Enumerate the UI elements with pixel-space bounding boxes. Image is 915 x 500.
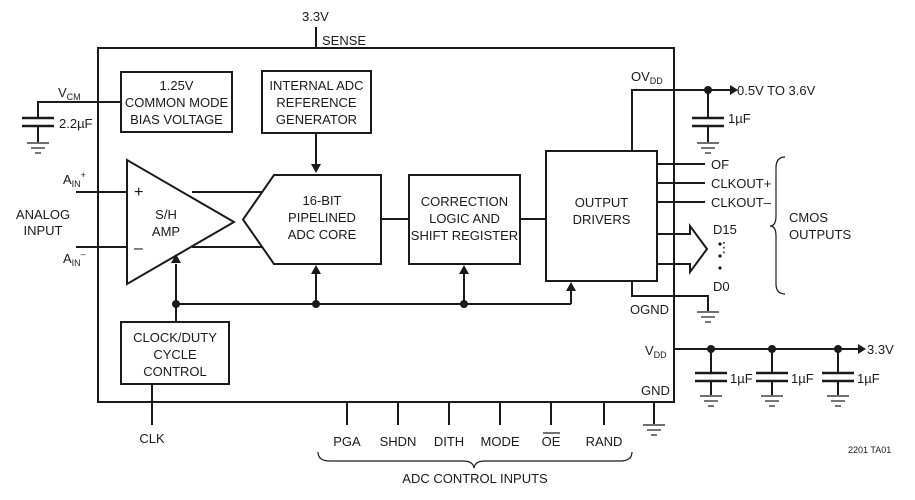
reference-generator-block (261, 70, 372, 134)
ain-minus-label: AIN– (63, 249, 86, 268)
bus-ellipsis-dot-1 (718, 242, 722, 246)
d0-label: D0 (713, 279, 730, 294)
correction-line-3: SHIFT REGISTER (411, 228, 518, 243)
clkout-plus-label: CLKOUT+ (711, 176, 771, 191)
clock-duty-line-1: CLOCK/DUTY (133, 330, 217, 345)
clk-label: CLK (139, 431, 165, 446)
adc-core-line-3: ADC CORE (288, 227, 357, 242)
cmos-outputs-line-1: CMOS (789, 210, 828, 225)
supply-right-label: 3.3V (867, 342, 894, 357)
vdd-cap-3 (822, 345, 854, 407)
cmos-outputs-line-2: OUTPUTS (789, 227, 851, 242)
reference-line-1: INTERNAL ADC (269, 78, 363, 93)
clock-to-correction-arrow (459, 265, 469, 274)
correction-line-2: LOGIC AND (429, 211, 500, 226)
supply-top-label: 3.3V (302, 9, 329, 24)
of-label: OF (711, 157, 729, 172)
ovdd-arrow (730, 85, 738, 95)
vdd-cap-2 (756, 345, 788, 407)
common-mode-line-3: BIAS VOLTAGE (130, 112, 223, 127)
sh-amp-minus: – (134, 240, 143, 257)
clock-to-sh-arrow (171, 254, 181, 263)
sh-amp-line-1: S/H (155, 207, 177, 222)
pga-label: PGA (333, 434, 361, 449)
ognd-label: OGND (630, 302, 669, 317)
vcm-wire (37, 101, 123, 117)
correction-line-1: CORRECTION (421, 194, 508, 209)
sh-amp-triangle (126, 158, 236, 286)
reference-line-3: GENERATOR (276, 112, 357, 127)
data-bus-arrow-icon (657, 222, 709, 276)
output-drivers-block (545, 150, 658, 282)
adc-core-line-1: 16-BIT (302, 193, 341, 208)
analog-input-line-2: INPUT (24, 223, 63, 238)
output-drivers-line-1: OUTPUT (575, 195, 629, 210)
bus-ellipsis-dot-2 (718, 254, 722, 258)
clock-to-drivers-arrow (566, 282, 576, 291)
vdd-cap-1-label: 1µF (730, 371, 753, 386)
common-mode-line-1: 1.25V (160, 78, 194, 93)
adc-core-line-2: PIPELINED (288, 210, 356, 225)
ognd-wire (631, 281, 709, 311)
ovdd-range-label: 0.5V TO 3.6V (737, 83, 816, 98)
ognd-ground-icon (697, 311, 719, 323)
ovdd-label: OVDD (631, 69, 663, 86)
ain-plus-label: AIN+ (63, 170, 86, 189)
clock-node-core (312, 300, 320, 308)
sh-amp-line-2: AMP (152, 224, 180, 239)
correction-logic-block (408, 174, 521, 265)
clock-node-correction (460, 300, 468, 308)
vcm-label: VCM (58, 85, 81, 102)
reference-arrow (311, 164, 321, 173)
vcm-ground-icon (27, 126, 49, 154)
sh-amp-plus: + (134, 184, 143, 201)
clock-duty-line-2: CYCLE (153, 347, 197, 362)
oe-label: OE (542, 434, 561, 449)
rand-label: RAND (586, 434, 623, 449)
gnd-label: GND (641, 383, 670, 398)
vdd-cap-1 (695, 345, 727, 407)
output-drivers-line-2: DRIVERS (573, 212, 631, 227)
bus-ellipsis: ⋮ (717, 239, 731, 255)
figure-code: 2201 TA01 (848, 445, 891, 455)
adc-core-block (241, 174, 382, 265)
clock-duty-cycle-block (120, 321, 230, 385)
vdd-label: VDD (645, 343, 667, 360)
d15-label: D15 (713, 222, 737, 237)
vdd-arrow (858, 344, 866, 354)
clkout-minus-label: CLKOUT– (711, 195, 772, 210)
ovdd-wire (631, 89, 730, 151)
clock-to-core-arrow (311, 265, 321, 274)
ovdd-ground-icon (697, 126, 719, 154)
common-mode-line-2: COMMON MODE (125, 95, 229, 110)
vdd-cap-3-label: 1µF (857, 371, 880, 386)
cmos-outputs-brace (769, 156, 786, 295)
clock-node-sh (172, 300, 180, 308)
control-inputs-brace (317, 451, 633, 469)
gnd-ground-icon (643, 424, 665, 436)
reference-line-2: REFERENCE (276, 95, 357, 110)
sense-label: SENSE (322, 33, 366, 48)
vdd-cap-2-label: 1µF (791, 371, 814, 386)
dith-label: DITH (434, 434, 464, 449)
control-inputs-label: ADC CONTROL INPUTS (402, 471, 548, 486)
bus-ellipsis-dot-3 (718, 266, 722, 270)
shdn-label: SHDN (380, 434, 417, 449)
common-mode-bias-block (120, 71, 233, 133)
analog-input-line-1: ANALOG (16, 207, 70, 222)
vcm-cap-label: 2.2µF (59, 116, 93, 131)
mode-label: MODE (481, 434, 520, 449)
clock-duty-line-3: CONTROL (143, 364, 207, 379)
ovdd-cap-label: 1µF (728, 111, 751, 126)
